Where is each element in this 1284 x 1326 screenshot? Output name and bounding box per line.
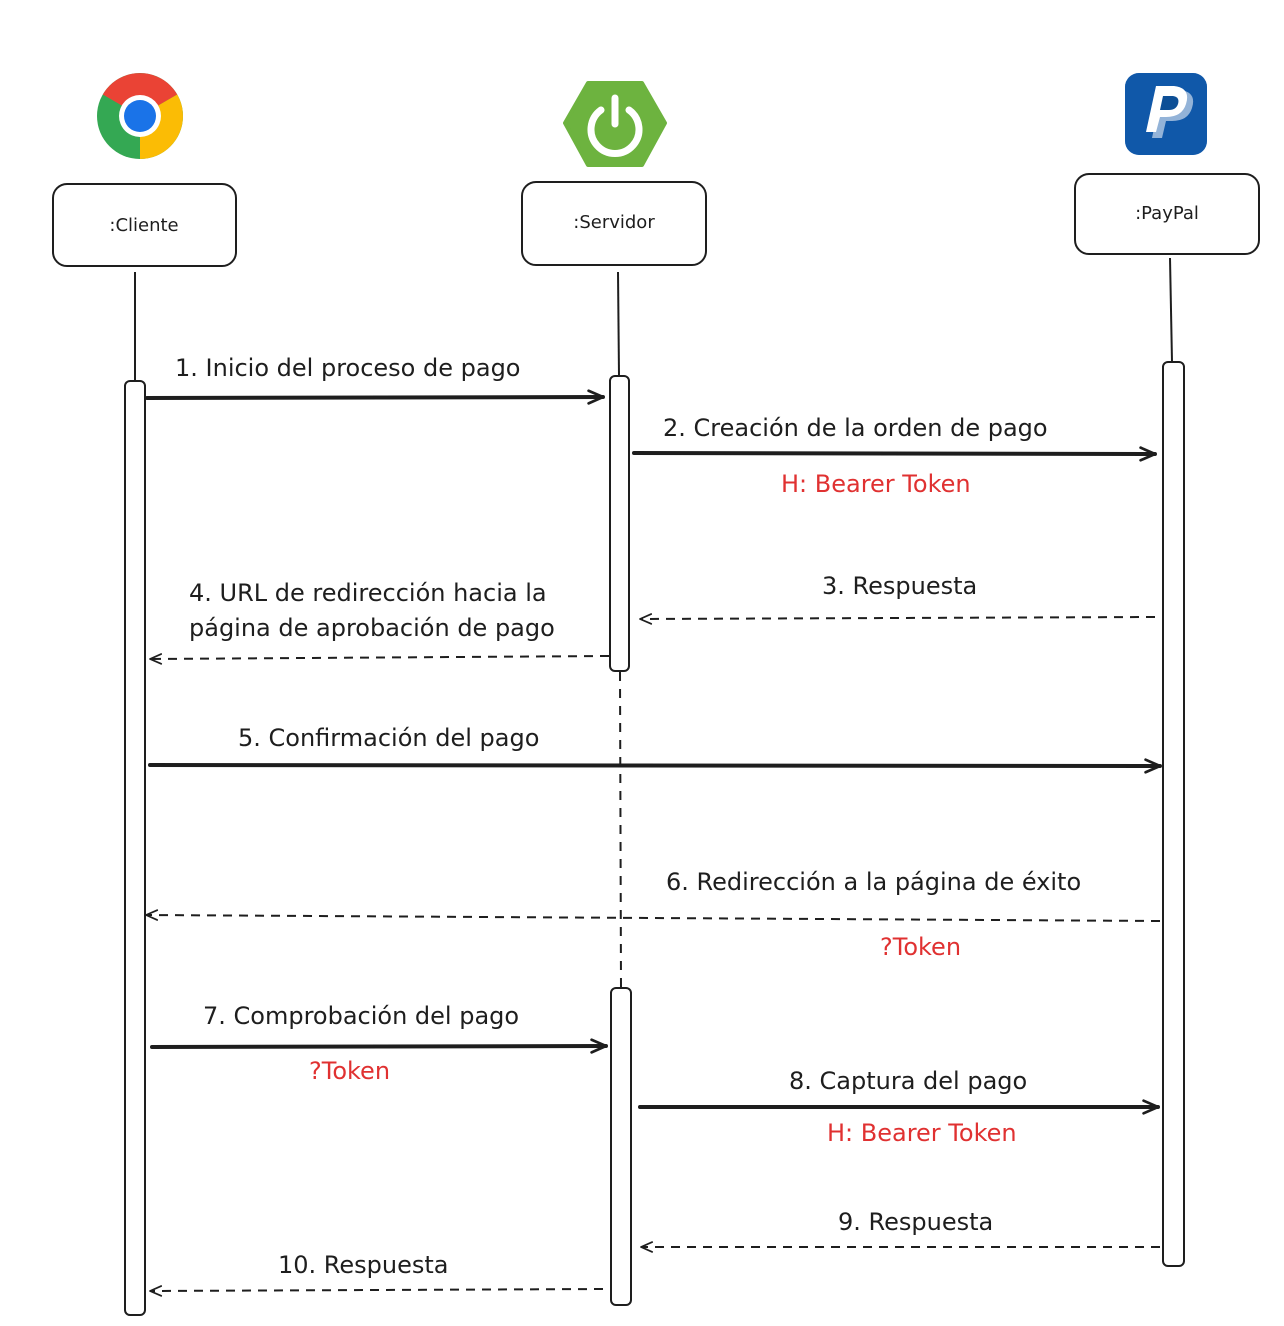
- activation-paypal: [1162, 361, 1185, 1267]
- lifeline-paypal: [1169, 257, 1173, 363]
- message-3-label: 3. Respuesta: [822, 572, 977, 600]
- message-6-arrow: [145, 909, 1161, 922]
- message-1-arrow: [145, 389, 605, 405]
- spring-icon: [563, 81, 667, 167]
- chrome-icon: [97, 73, 183, 159]
- message-2-note: H: Bearer Token: [781, 470, 971, 498]
- actor-cliente-label: :Cliente: [109, 215, 178, 236]
- activation-servidor-1: [609, 375, 630, 672]
- message-5-label: 5. Confirmación del pago: [238, 724, 539, 752]
- activation-servidor-2: [610, 987, 632, 1306]
- activation-cliente: [124, 380, 146, 1316]
- message-1-label: 1. Inicio del proceso de pago: [175, 354, 520, 382]
- message-10-arrow: [149, 1285, 604, 1297]
- message-8-label: 8. Captura del pago: [789, 1067, 1027, 1095]
- message-7-label: 7. Comprobación del pago: [203, 1002, 519, 1030]
- message-4-arrow: [149, 653, 610, 665]
- actor-cliente: :Cliente: [52, 183, 237, 267]
- message-7-arrow: [150, 1038, 608, 1054]
- message-7-note: ?Token: [309, 1057, 390, 1085]
- paypal-icon: [1125, 73, 1207, 155]
- message-4-label-line1: 4. URL de redirección hacia la: [189, 579, 547, 607]
- message-4-label-line2: página de aprobación de pago: [189, 614, 555, 642]
- message-10-label: 10. Respuesta: [278, 1251, 449, 1279]
- actor-paypal-label: :PayPal: [1135, 203, 1199, 224]
- actor-servidor: :Servidor: [521, 181, 707, 266]
- message-6-note: ?Token: [880, 933, 961, 961]
- message-8-note: H: Bearer Token: [827, 1119, 1017, 1147]
- lifeline-servidor: [617, 271, 620, 377]
- message-5-arrow: [148, 758, 1162, 774]
- actor-paypal: :PayPal: [1074, 173, 1260, 255]
- actor-servidor-label: :Servidor: [573, 212, 655, 233]
- lifeline-servidor-dashed: [619, 671, 622, 989]
- message-9-label: 9. Respuesta: [838, 1208, 993, 1236]
- message-6-label: 6. Redirección a la página de éxito: [666, 868, 1081, 896]
- message-3-arrow: [639, 613, 1156, 625]
- message-2-label: 2. Creación de la orden de pago: [663, 414, 1048, 442]
- message-2-arrow: [632, 446, 1157, 462]
